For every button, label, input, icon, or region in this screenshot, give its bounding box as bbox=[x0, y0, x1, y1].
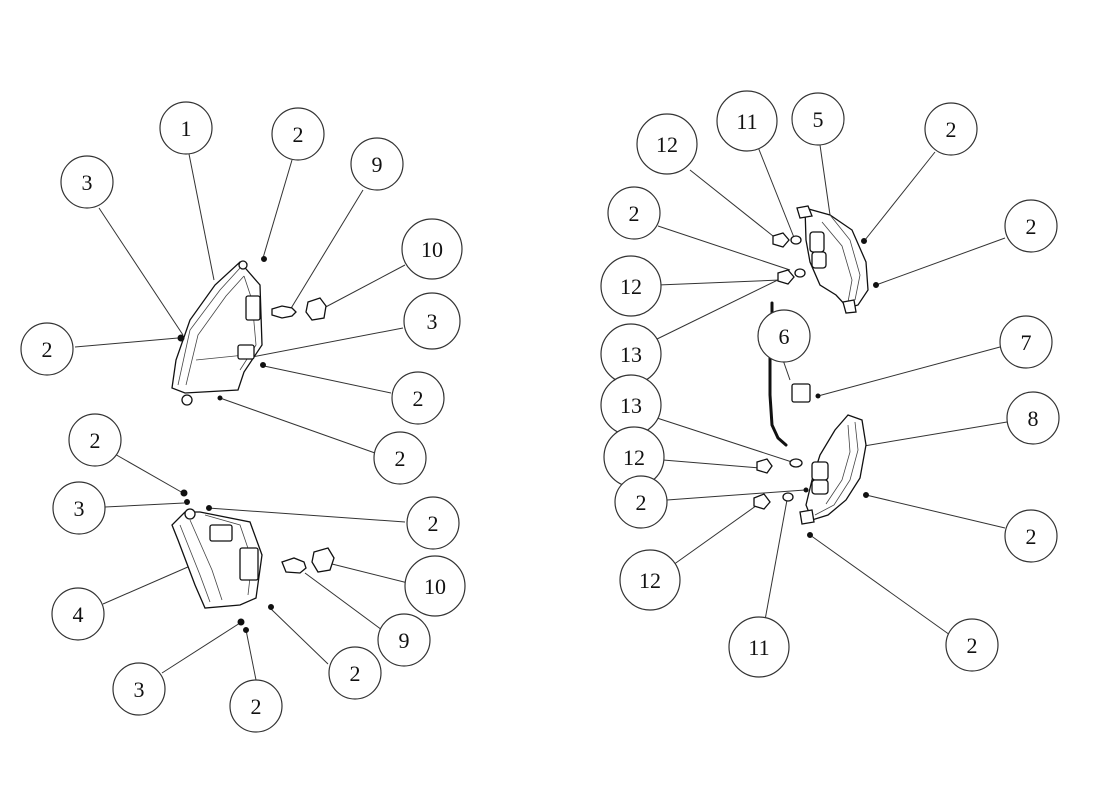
callout-21: 5 bbox=[791, 92, 845, 146]
callout-11: 3 bbox=[52, 481, 106, 535]
svg-text:7: 7 bbox=[1021, 330, 1032, 355]
svg-text:2: 2 bbox=[946, 117, 957, 142]
callout-20: 11 bbox=[716, 90, 778, 152]
svg-text:6: 6 bbox=[779, 324, 790, 349]
callout-18: 2 bbox=[229, 679, 283, 733]
callout-19: 12 bbox=[636, 113, 698, 175]
callout-12: 2 bbox=[406, 496, 460, 550]
svg-text:2: 2 bbox=[1026, 214, 1037, 239]
svg-text:2: 2 bbox=[293, 122, 304, 147]
svg-text:1: 1 bbox=[181, 116, 192, 141]
headlamp-assembly-upper bbox=[171, 256, 327, 406]
callout-28: 7 bbox=[999, 315, 1053, 369]
svg-text:2: 2 bbox=[428, 511, 439, 536]
svg-text:9: 9 bbox=[372, 152, 383, 177]
callout-29: 13 bbox=[600, 374, 662, 436]
svg-text:2: 2 bbox=[636, 490, 647, 515]
svg-text:3: 3 bbox=[74, 496, 85, 521]
svg-text:3: 3 bbox=[134, 677, 145, 702]
callout-22: 2 bbox=[924, 102, 978, 156]
callout-3: 3 bbox=[60, 155, 114, 209]
callout-30: 8 bbox=[1006, 391, 1060, 445]
svg-text:5: 5 bbox=[813, 107, 824, 132]
callout-24: 2 bbox=[1004, 199, 1058, 253]
callout-6: 2 bbox=[20, 322, 74, 376]
svg-text:12: 12 bbox=[639, 568, 661, 593]
callout-25: 12 bbox=[600, 255, 662, 317]
svg-text:3: 3 bbox=[82, 170, 93, 195]
svg-text:2: 2 bbox=[395, 446, 406, 471]
svg-text:8: 8 bbox=[1028, 406, 1039, 431]
headlamp-assembly-lower bbox=[171, 489, 335, 633]
rear-lamp-assembly-upper bbox=[772, 205, 879, 314]
callout-2: 2 bbox=[271, 107, 325, 161]
svg-text:2: 2 bbox=[90, 428, 101, 453]
svg-text:12: 12 bbox=[623, 445, 645, 470]
svg-text:10: 10 bbox=[424, 574, 446, 599]
callout-13: 4 bbox=[51, 587, 105, 641]
svg-text:4: 4 bbox=[73, 602, 84, 627]
callout-8: 2 bbox=[391, 371, 445, 425]
callout-15: 9 bbox=[377, 613, 431, 667]
callout-5: 10 bbox=[401, 218, 463, 280]
svg-text:2: 2 bbox=[413, 386, 424, 411]
svg-text:12: 12 bbox=[620, 274, 642, 299]
svg-text:13: 13 bbox=[620, 342, 642, 367]
svg-text:13: 13 bbox=[620, 393, 642, 418]
svg-text:2: 2 bbox=[1026, 524, 1037, 549]
callout-27: 6 bbox=[757, 309, 811, 363]
callout-34: 12 bbox=[619, 549, 681, 611]
svg-text:9: 9 bbox=[399, 628, 410, 653]
svg-text:2: 2 bbox=[350, 661, 361, 686]
callout-32: 2 bbox=[614, 475, 668, 529]
callout-33: 2 bbox=[1004, 509, 1058, 563]
callout-1: 1 bbox=[159, 101, 213, 155]
svg-text:11: 11 bbox=[748, 635, 769, 660]
svg-text:10: 10 bbox=[421, 237, 443, 262]
callout-17: 3 bbox=[112, 662, 166, 716]
callout-36: 2 bbox=[945, 618, 999, 672]
callout-7: 3 bbox=[403, 292, 461, 350]
svg-text:12: 12 bbox=[656, 132, 678, 157]
callout-14: 10 bbox=[404, 555, 466, 617]
svg-text:2: 2 bbox=[967, 633, 978, 658]
callout-35: 11 bbox=[728, 616, 790, 678]
svg-text:2: 2 bbox=[251, 694, 262, 719]
callout-9: 2 bbox=[373, 431, 427, 485]
svg-text:11: 11 bbox=[736, 109, 757, 134]
leader-lines bbox=[74, 144, 1008, 681]
rear-lamp-assembly-lower bbox=[753, 414, 869, 538]
callout-23: 2 bbox=[607, 186, 661, 240]
callout-10: 2 bbox=[68, 413, 122, 467]
svg-text:3: 3 bbox=[427, 309, 438, 334]
callout-16: 2 bbox=[328, 646, 382, 700]
callout-4: 9 bbox=[350, 137, 404, 191]
callout-31: 12 bbox=[603, 426, 665, 488]
svg-text:2: 2 bbox=[629, 201, 640, 226]
svg-text:2: 2 bbox=[42, 337, 53, 362]
callouts: 1 2 3 9 10 2 3 2 2 2 3 2 4 10 9 2 3 2 12… bbox=[20, 90, 1060, 733]
